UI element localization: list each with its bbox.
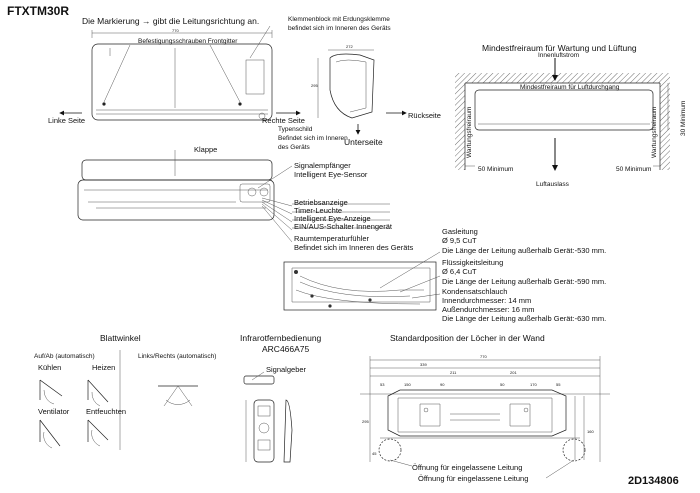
remote-model: ARC466A75 [262, 344, 310, 354]
dim-770: 770 [480, 354, 487, 359]
clearance-diagram [455, 58, 670, 171]
dim-90: 90 [440, 382, 445, 387]
temp-sensor-label-2: Befindet sich im Inneren des Geräts [294, 243, 414, 252]
gas-pipe-length: Die Länge der Leitung außerhalb Gerät:-5… [442, 246, 607, 255]
liquid-pipe-label: Flüssigkeitsleitung [442, 258, 504, 267]
gas-pipe-label: Gasleitung [442, 227, 478, 236]
emitter-label: Signalgeber [266, 365, 307, 374]
nameplate-label-3: des Geräts [278, 144, 310, 151]
dim-295: 295 [362, 419, 369, 424]
drain-outer-diameter: Außendurchmesser: 16 mm [442, 305, 535, 314]
clearance-title: Mindestfreiraum für Wartung und Lüftung [482, 43, 637, 53]
liquid-pipe-diameter: Ø 6,4 CuT [442, 267, 477, 276]
hole-label-2: Öffnung für eingelassene Leitung [418, 474, 529, 483]
flap-label: Klappe [194, 145, 218, 154]
heat-label: Heizen [92, 363, 116, 372]
wall-title: Standardposition der Löcher in der Wand [390, 333, 545, 343]
receiver-label: Signalempfänger [294, 161, 351, 170]
fan-label: Ventilator [38, 407, 70, 416]
drain-hose-label: Kondensatschlauch [442, 287, 508, 296]
eye-sensor-label: Intelligent Eye-Sensor [294, 170, 368, 179]
onoff-label: EIN/AUS-Schalter Innengerät [294, 222, 392, 231]
outlet-label: Luftauslass [536, 181, 569, 188]
terminal-label: Klemmenblock mit Erdungsklemme [288, 16, 390, 23]
gas-pipe-diameter: Ø 9,5 CuT [442, 236, 477, 245]
width-dimension: 770 [172, 28, 179, 33]
piping-view [283, 251, 441, 311]
remote-control-drawing [243, 371, 293, 463]
drain-inner-diameter: Innendurchmesser: 14 mm [442, 296, 532, 305]
dim-50: 50 [500, 382, 505, 387]
dim-55: 55 [556, 382, 561, 387]
louver-title: Blattwinkel [100, 333, 141, 343]
service-space-left: Wartungsfreiraum [466, 106, 473, 158]
height-dimension: 295 [311, 83, 318, 88]
side-view [317, 49, 407, 135]
dim-201: 201 [510, 370, 517, 375]
rear-label: Rückseite [408, 111, 441, 120]
screws-label: Befestigungsschrauben Frontgitter [138, 38, 238, 45]
drain-length: Die Länge der Leitung außerhalb Gerät:-6… [442, 314, 607, 323]
top-clearance-label: Mindestfreiraum für Luftdurchgang [520, 84, 620, 91]
dim-45: 45 [372, 451, 377, 456]
temp-sensor-label: Raumtemperaturfühler [294, 234, 370, 243]
service-space-right: Wartungsfreiraum [651, 106, 658, 158]
wall-hole-drawing [360, 356, 610, 479]
model-title: FTXTM30R [7, 4, 70, 18]
terminal-label-2: befindet sich im Inneren des Geräts [288, 25, 391, 32]
unit-flap-view [77, 150, 390, 243]
depth-dimension: 272 [346, 44, 353, 49]
remote-title: Infrarotfernbedienung [240, 333, 322, 343]
direction-legend: Die Markierung → gibt die Leitungsrichtu… [82, 16, 260, 26]
min-50-right: 50 Minimum [616, 166, 652, 173]
dim-53: 53 [380, 382, 385, 387]
front-view [59, 25, 301, 121]
min-50-left: 50 Minimum [478, 166, 514, 173]
cool-label: Kühlen [38, 363, 62, 372]
right-side-label: Rechte Seite [262, 116, 305, 125]
op-indicator-label: Betriebsanzeige [294, 198, 348, 207]
dim-150: 150 [404, 382, 411, 387]
dim-339: 339 [420, 362, 427, 367]
dim-160: 160 [587, 429, 594, 434]
nameplate-label-2: Befindet sich im Inneren [278, 135, 348, 142]
hole-label-1: Öffnung für eingelassene Leitung [412, 463, 523, 472]
updown-label: Auf/Ab (automatisch) [34, 353, 95, 360]
dim-170: 170 [530, 382, 537, 387]
eye-indicator-label: Intelligent Eye-Anzeige [294, 214, 371, 223]
dry-label: Entfeuchten [86, 407, 127, 416]
intake-label: Innenluftstrom [538, 52, 580, 59]
dim-211: 211 [450, 370, 457, 375]
left-side-label: Linke Seite [48, 116, 86, 125]
min-30-label: 30 Minimum [680, 100, 687, 136]
nameplate-label: Typenschild [278, 126, 313, 133]
document-number: 2D134806 [628, 475, 679, 487]
timer-label: Timer-Leuchte [294, 206, 343, 215]
liquid-pipe-length: Die Länge der Leitung außerhalb Gerät:-5… [442, 277, 607, 286]
louver-angle-diagrams [39, 350, 198, 450]
leftright-label: Links/Rechts (automatisch) [138, 353, 217, 360]
bottom-label: Unterseite [344, 137, 383, 147]
